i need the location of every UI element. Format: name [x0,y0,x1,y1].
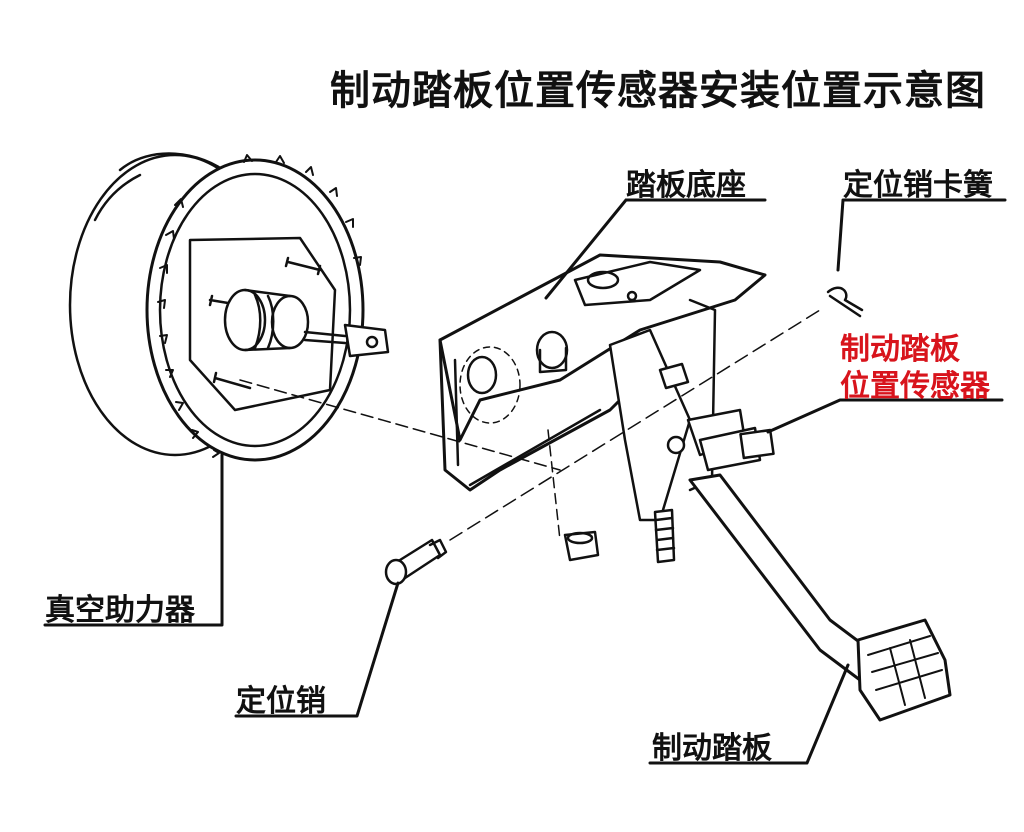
label-vacuum-booster: 真空助力器 [45,593,195,628]
brake-pedal-drawing [688,473,952,722]
page-title: 制动踏板位置传感器安装位置示意图 [330,68,986,114]
leader-lines [43,198,1007,765]
pedal-bracket-drawing [438,253,767,564]
pedal-position-sensor-drawing [666,408,775,472]
vacuum-booster-drawing [68,152,561,471]
label-brake-pedal: 制动踏板 [652,731,772,766]
label-locating-pin-clip: 定位销卡簧 [843,168,993,203]
label-locating-pin: 定位销 [236,684,326,719]
label-pedal-base: 踏板底座 [626,168,746,203]
locating-pin-clip-drawing [826,286,864,318]
label-sensor-line1: 制动踏板 [840,332,960,367]
locating-pin-drawing [384,309,821,586]
label-sensor-line2: 位置传感器 [840,369,990,404]
